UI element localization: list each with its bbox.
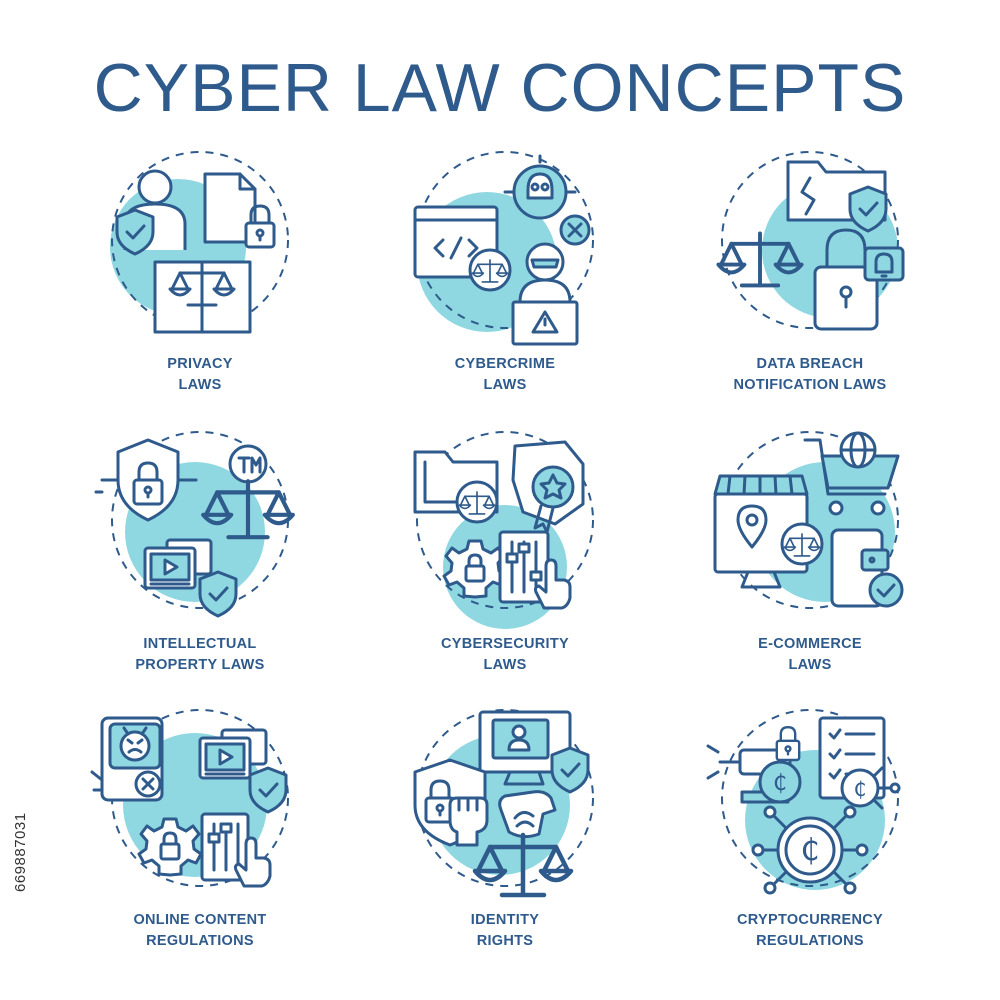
raised-fist-icon [448, 796, 489, 847]
shield-check-icon [198, 570, 238, 618]
skull-icon [503, 154, 577, 220]
concept-label-line2: REGULATIONS [146, 933, 254, 949]
concept-cryptocurrency-regulations: ₵ ₵ ₵ CRYPTOCURRENCY REGULATIONS [660, 709, 960, 980]
blockchain-coin-icon: ₵ [751, 805, 869, 895]
concept-label-line1: ONLINE CONTENT [133, 912, 267, 928]
concept-label-line1: INTELLECTUAL [143, 636, 257, 652]
concept-label-line2: RIGHTS [476, 933, 534, 949]
concept-data-breach-notification-laws: DATA BREACH NOTIFICATION LAWS [660, 151, 960, 422]
e-commerce-illustration [713, 431, 904, 609]
padlock-icon [775, 726, 801, 762]
concept-label: ONLINE CONTENT REGULATIONS [50, 910, 350, 952]
padlock-icon [244, 204, 276, 249]
concept-label: CYBERSECURITY LAWS [355, 634, 655, 676]
identity-rights-illustration [413, 709, 594, 910]
padlock-open-icon [813, 228, 879, 331]
globe-icon [839, 431, 877, 469]
concept-label-line1: CYBERSECURITY [441, 636, 569, 652]
shield-check-icon [848, 185, 888, 233]
online-content-illustration [90, 709, 289, 888]
concept-label: CRYPTOCURRENCY REGULATIONS [660, 910, 960, 952]
concept-identity-rights: IDENTITY RIGHTS [355, 709, 655, 980]
concept-online-content-regulations: ONLINE CONTENT REGULATIONS [50, 709, 350, 980]
control-panel-icon [498, 530, 550, 604]
concept-intellectual-property-laws: INTELLECTUAL PROPERTY LAWS [50, 431, 350, 702]
concept-label-line2: LAWS [483, 377, 527, 393]
profile-monitor-icon [478, 710, 572, 786]
concept-e-commerce-laws: E-COMMERCE LAWS [660, 431, 960, 702]
warning-icon [511, 300, 579, 346]
trademark-icon [228, 444, 268, 484]
scales-icon [455, 480, 499, 524]
shopping-cart-icon [803, 438, 900, 516]
concept-label: E-COMMERCE LAWS [660, 634, 960, 676]
concept-cybersecurity-laws: CYBERSECURITY LAWS [355, 431, 655, 702]
concept-label: DATA BREACH NOTIFICATION LAWS [660, 354, 960, 396]
cybersecurity-illustration [413, 431, 594, 629]
concept-cybercrime-laws: CYBERCRIME LAWS [355, 151, 655, 422]
concept-label: IDENTITY RIGHTS [355, 910, 655, 952]
shield-check-icon [550, 746, 590, 794]
concept-label-line1: DATA BREACH [756, 356, 864, 372]
shield-check-icon [248, 766, 288, 814]
svg-text:₵: ₵ [773, 771, 787, 796]
location-pin-icon [736, 504, 768, 549]
intellectual-property-illustration [94, 431, 300, 618]
concept-label-line1: CYBERCRIME [454, 356, 556, 372]
svg-text:₵: ₵ [800, 833, 819, 868]
page-title: CYBER LAW CONCEPTS [93, 50, 907, 126]
concept-label-line2: PROPERTY LAWS [135, 657, 265, 673]
angry-face-icon [108, 722, 162, 770]
cybercrime-laws-illustration [413, 151, 594, 346]
data-breach-illustration [716, 151, 905, 331]
svg-text:₵: ₵ [854, 777, 867, 801]
privacy-laws-illustration [110, 151, 289, 334]
crypto-coin-icon: ₵ ₵ [758, 760, 901, 810]
close-circle-icon [559, 214, 591, 246]
concept-label-line2: NOTIFICATION LAWS [733, 377, 887, 393]
bell-icon [863, 246, 905, 282]
scales-icon [468, 248, 512, 292]
concept-label-line2: LAWS [483, 657, 527, 673]
concept-label-line1: CRYPTOCURRENCY [737, 912, 883, 928]
cryptocurrency-illustration: ₵ ₵ ₵ [706, 709, 901, 895]
concept-label-line1: E-COMMERCE [758, 636, 862, 652]
concept-label-line2: LAWS [178, 377, 222, 393]
shield-lock-icon [94, 438, 198, 522]
stock-id-label: 669887031 [12, 812, 29, 892]
scales-icon [780, 522, 824, 566]
badge-star-icon [511, 440, 585, 534]
close-circle-icon [134, 770, 162, 798]
concept-label-line1: PRIVACY [167, 356, 233, 372]
shield-check-icon [115, 208, 155, 256]
concept-label-line2: REGULATIONS [756, 933, 864, 949]
concept-label: PRIVACY LAWS [50, 354, 350, 396]
concept-privacy-laws: PRIVACY LAWS [50, 151, 350, 422]
concept-label: CYBERCRIME LAWS [355, 354, 655, 396]
concept-label-line2: LAWS [788, 657, 832, 673]
concept-label: INTELLECTUAL PROPERTY LAWS [50, 634, 350, 676]
hacker-icon [518, 242, 572, 303]
concept-label-line1: IDENTITY [470, 912, 540, 928]
check-circle-icon [868, 572, 904, 608]
document-icon [203, 172, 257, 244]
